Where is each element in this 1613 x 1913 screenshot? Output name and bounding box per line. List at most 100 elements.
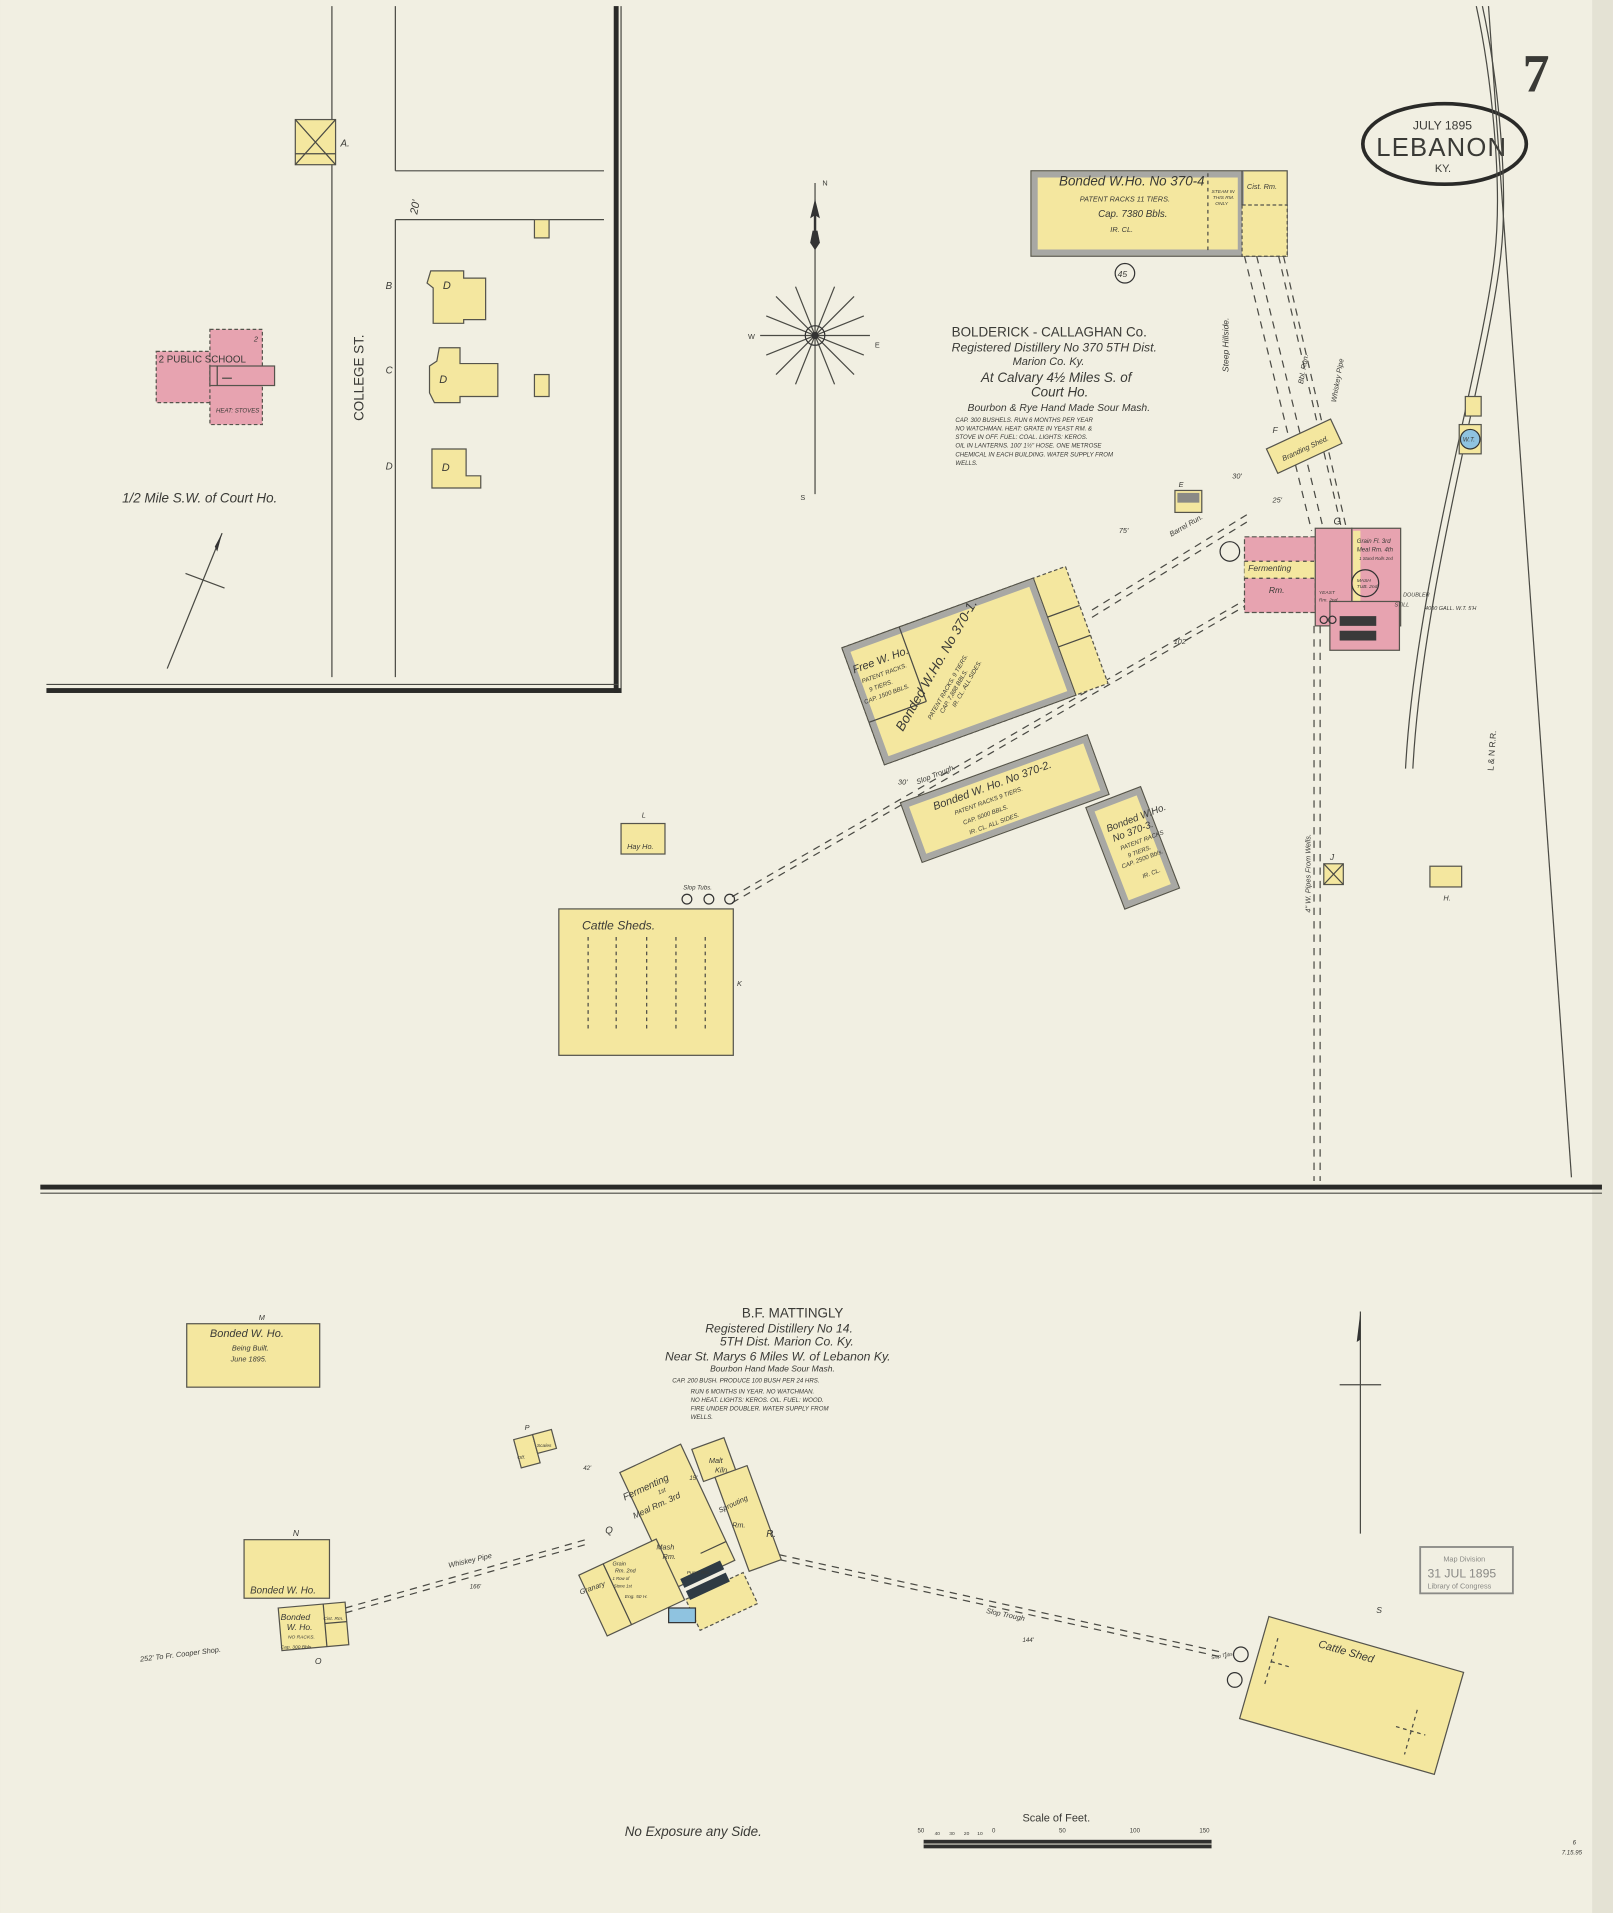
water-tank-capacity: 4000 GALL. W.T. 5'H xyxy=(1425,606,1476,612)
shed-h xyxy=(1429,865,1463,888)
bonded-warehouse-370-4 xyxy=(1030,170,1288,257)
distance-label: 30' xyxy=(898,777,908,786)
outbuilding xyxy=(533,373,550,398)
still-house-label: 1 Stand Rolls 2nd xyxy=(1359,556,1393,561)
notes-line: STOVE IN OFF. FUEL: COAL. LIGHTS: KEROS. xyxy=(955,434,1087,441)
inset-frame-bottom xyxy=(46,688,622,693)
whs-m-status: Being Built. xyxy=(232,1344,269,1353)
branding-shed xyxy=(1265,418,1343,475)
scale-tick: 100 xyxy=(1130,1827,1141,1834)
scales-label: Scales xyxy=(537,1443,552,1449)
school-heat: HEAT: STOVES xyxy=(216,407,259,414)
cattle-shed-letter: S xyxy=(1376,1605,1382,1615)
bonded-warehouse-370-1 xyxy=(841,565,1109,766)
sprouting-label: Rm. xyxy=(732,1520,745,1529)
dwelling-b xyxy=(426,270,487,324)
pump-room-label: Pump Rm. xyxy=(687,1570,710,1576)
cattle-sheds-label: Cattle Sheds. xyxy=(582,919,655,933)
inset-map: COLLEGE ST. 20' A. 2 PUBLIC SCHOOL HEAT:… xyxy=(46,6,622,693)
dwelling-d xyxy=(431,448,482,489)
hay-house-letter: L xyxy=(642,810,646,819)
distance-label: 75' xyxy=(1119,526,1129,535)
mash-tub-label: MASH xyxy=(1357,578,1372,584)
office-letter: P xyxy=(525,1423,530,1432)
whs-m-letter: M xyxy=(259,1313,266,1322)
lower-company: B.F. MATTINGLY xyxy=(742,1306,844,1321)
whs-370-4-racks: PATENT RACKS 11 TIERS. xyxy=(1080,194,1170,203)
whs-o-letter: O xyxy=(315,1656,322,1666)
whs-o-title: W. Ho. xyxy=(287,1622,313,1632)
location-line-1: At Calvary 4½ Miles S. of xyxy=(980,370,1133,385)
lower-notes: CAP. 200 BUSH. PRODUCE 100 BUSH PER 24 H… xyxy=(672,1377,819,1384)
compass-north: N xyxy=(822,178,827,187)
scale-tick: 50 xyxy=(1059,1827,1066,1834)
bonded-warehouse-m xyxy=(186,1323,321,1388)
slop-tubs-label: Slop Tubs. xyxy=(683,884,712,891)
cistern-room: Cist. Rm. xyxy=(1247,182,1277,191)
distance-label: 15' xyxy=(689,1475,698,1482)
bonded-warehouse-370-3 xyxy=(1085,785,1181,910)
lot-label-d: D xyxy=(386,462,393,473)
dwelling-c xyxy=(428,347,499,404)
malt-kiln xyxy=(691,1436,783,1573)
sheet-date: JULY 1895 xyxy=(1413,118,1472,132)
water-tank-icon xyxy=(1458,423,1482,455)
fermenting-label: Rm. xyxy=(1269,585,1285,595)
compass-west: W xyxy=(748,332,755,341)
fermenting-label: Fermenting xyxy=(1248,563,1291,573)
still-label: STILL xyxy=(1395,602,1410,608)
corner-note: 6 xyxy=(1573,1840,1577,1847)
library-stamp xyxy=(1419,1546,1514,1595)
compass-south: S xyxy=(800,493,805,502)
slop-tubs xyxy=(1226,1646,1249,1688)
bbl-run-and-whiskey-pipe xyxy=(1243,256,1348,531)
slop-tubs xyxy=(681,893,736,905)
distance-label: 25' xyxy=(1272,496,1283,505)
lower-distillery-complex xyxy=(578,1443,759,1637)
town-name: LEBANON xyxy=(1376,134,1507,162)
town-title-oval xyxy=(1361,101,1529,187)
corner-note: 7.15.95 xyxy=(1562,1849,1583,1856)
north-arrow-icon xyxy=(166,532,225,669)
paper-edge xyxy=(1592,0,1613,1913)
shed-letter: A. xyxy=(339,138,349,149)
whs-o-title: Bonded xyxy=(281,1612,311,1622)
fermenting-label: 1st xyxy=(657,1486,668,1496)
distance-label: 144' xyxy=(1022,1637,1034,1644)
lower-notes: FIRE UNDER DOUBLER. WATER SUPPLY FROM xyxy=(691,1405,830,1412)
railroad-tracks xyxy=(1404,5,1573,1178)
malt-kiln-label: Malt xyxy=(709,1456,724,1465)
office-and-scales xyxy=(512,1428,558,1469)
office-label: Off. xyxy=(517,1455,525,1461)
school-label: 2 PUBLIC SCHOOL xyxy=(159,354,247,365)
shed-j-letter: J xyxy=(1329,852,1335,862)
building-g-letter: G xyxy=(1334,517,1342,528)
whs-o-racks: NO RACKS. xyxy=(288,1634,315,1640)
lot-label-c: C xyxy=(386,365,394,376)
section-divider xyxy=(40,1184,1602,1190)
building-q-letter: Q xyxy=(605,1526,613,1537)
malt-kiln-label: Kiln. xyxy=(715,1466,729,1475)
outbuilding xyxy=(533,218,550,239)
lower-notes: RUN 6 MONTHS IN YEAR. NO WATCHMAN. xyxy=(691,1388,815,1395)
cattle-shed-s xyxy=(1238,1615,1465,1776)
stamp-line: Map Division xyxy=(1443,1555,1485,1564)
notes-line: WELLS. xyxy=(955,460,977,467)
scale-title: Scale of Feet. xyxy=(1022,1812,1090,1824)
still-house-label: Grain Fl. 3rd xyxy=(1357,538,1391,545)
still-house-label: Meal Rm. 4th xyxy=(1357,546,1394,553)
scale-tick: 20 xyxy=(964,1831,970,1837)
still-house xyxy=(1314,527,1402,651)
notes-line: CAP. 300 BUSHELS. RUN 6 MONTHS PER YEAR xyxy=(955,417,1093,424)
distance-label: 30' xyxy=(1232,471,1242,480)
alley-width: 20' xyxy=(408,198,423,216)
whs-n-letter: N xyxy=(293,1528,300,1538)
cattle-sheds-letter: K xyxy=(737,979,743,988)
building-number-circle xyxy=(1219,541,1241,562)
whs-n-title: Bonded W. Ho. xyxy=(250,1585,316,1596)
pipes-from-wells: 4" W. Pipes From Wells. xyxy=(1303,834,1312,913)
branding-shed-letter: F xyxy=(1273,425,1279,435)
whs-o-cistern: Cist. Rm. xyxy=(323,1616,343,1622)
